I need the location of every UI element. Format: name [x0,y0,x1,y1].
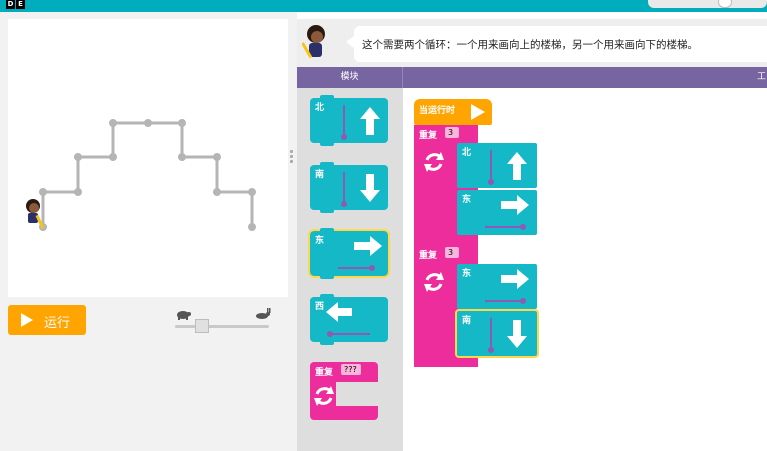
block-label: 东 [462,269,472,279]
south-arrow-icon [341,172,380,207]
workspace-block-north[interactable]: 北 [457,143,537,188]
east-arrow-icon [485,195,529,230]
toolbox-block-west[interactable]: 西 [310,294,388,345]
east-arrow-icon [338,236,382,271]
panel-splitter[interactable] [290,150,293,166]
avatar [302,25,325,59]
instruction-text: 这个需要两个循环：一个用来画向上的楼梯，另一个用来画向下的楼梯。 [362,39,698,51]
block-label: 重复 [419,251,438,261]
artist-character [26,199,45,229]
logo-letter: D [6,0,15,9]
block-label: 北 [462,148,472,158]
block-label: 重复 [315,368,334,378]
toolbox-block-north[interactable]: 北 [310,95,388,146]
workspace-title: 工 [757,72,767,82]
repeat-count-field[interactable]: 3 [445,127,459,138]
refresh-icon [424,272,444,292]
block-label: 西 [315,302,325,312]
toolbox-block-east[interactable]: 东 [308,228,390,279]
east-arrow-icon [485,269,529,304]
turtle-icon [177,311,191,320]
repeat-slot [336,382,378,406]
speed-slider[interactable] [172,308,272,334]
toolbox-title: 模块 [340,72,359,82]
editor-header: 模块 工 [297,67,767,88]
north-arrow-icon [341,105,380,140]
play-icon [471,104,485,120]
south-arrow-icon [488,318,527,353]
speed-thumb[interactable] [195,319,209,333]
workspace-block-south[interactable]: 南 [455,309,539,358]
play-icon [21,313,33,327]
run-button[interactable]: 运行 [8,305,86,335]
block-label: 南 [315,170,325,180]
staircase-vertices [39,119,256,231]
block-label: 东 [315,236,325,246]
rabbit-icon [256,308,271,319]
user-toggle[interactable] [718,0,732,8]
block-label: 东 [462,195,472,205]
repeat-count-field[interactable]: ??? [341,364,361,375]
instructions-area: 这个需要两个循环：一个用来画向上的楼梯，另一个用来画向下的楼梯。 [297,19,767,67]
user-menu[interactable] [648,0,767,8]
when-run-label: 当运行时 [419,106,456,116]
toolbox-block-south[interactable]: 南 [310,162,388,213]
workspace: 当运行时 重复 3 北 东 重复 3 东 [403,88,767,451]
repeat-count-field[interactable]: 3 [445,247,459,258]
toolbox: 北 南 东 西 重复 ??? [297,88,403,451]
run-button-label: 运行 [44,316,71,331]
block-label: 北 [315,103,325,113]
staircase-drawing [26,119,256,231]
code-logo[interactable]: D E [6,0,25,9]
staircase-path [41,121,254,227]
block-label: 重复 [419,131,438,141]
workspace-block-east[interactable]: 东 [457,264,537,309]
west-arrow-icon [326,302,370,337]
workspace-block-east[interactable]: 东 [457,190,537,235]
block-label: 南 [462,316,472,326]
north-arrow-icon [488,150,527,185]
top-bar: D E [0,0,767,12]
header-divider [402,67,403,88]
when-run-block[interactable]: 当运行时 [414,99,492,125]
speed-track[interactable] [175,325,269,328]
instruction-bubble: 这个需要两个循环：一个用来画向上的楼梯，另一个用来画向下的楼梯。 [346,26,767,62]
refresh-icon [314,386,334,406]
logo-letter: E [16,0,25,9]
toolbox-block-repeat[interactable]: 重复 ??? [310,362,378,420]
drawing-stage [8,19,288,297]
refresh-icon [424,152,444,172]
